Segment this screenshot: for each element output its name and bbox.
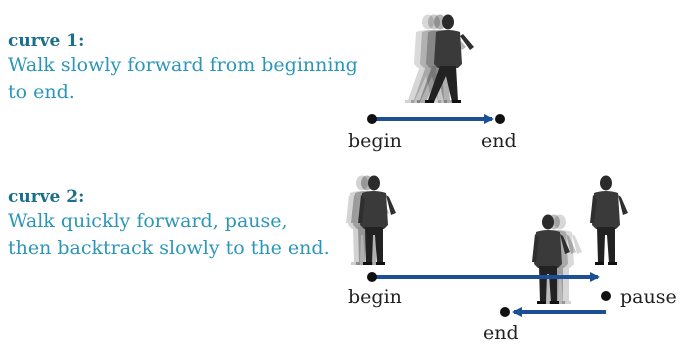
curve-1-end-label: end xyxy=(481,130,517,152)
curve-2-begin-dot xyxy=(367,272,377,282)
curve-2-desc-line-1: Walk quickly forward, pause, xyxy=(8,210,288,232)
curve-1-begin-label: begin xyxy=(348,130,402,152)
curve-2-figures xyxy=(346,175,628,304)
curve-2-end-label: end xyxy=(483,322,519,344)
walking-person-icon xyxy=(532,214,582,304)
curve-1-path xyxy=(367,114,505,124)
curve-2-title: curve 2: xyxy=(8,187,85,207)
curve-1-desc-line-2: to end. xyxy=(8,81,75,103)
curve-2-end-dot xyxy=(500,307,510,317)
curve-1-end-dot xyxy=(495,114,505,124)
curve-1-description: curve 1: Walk slowly forward from beginn… xyxy=(8,30,368,106)
walking-person-icon xyxy=(405,14,474,103)
curve-2-path xyxy=(367,272,611,317)
curve-2-desc-line-2: then backtrack slowly to the end. xyxy=(8,237,330,259)
walking-person-icon xyxy=(346,175,396,265)
curve-2-pause-dot xyxy=(601,291,611,301)
curve-1-begin-dot xyxy=(367,114,377,124)
curve-2-description: curve 2: Walk quickly forward, pause, th… xyxy=(8,186,338,262)
curve-1-figure xyxy=(405,14,474,103)
curve-1-desc-line-1: Walk slowly forward from beginning xyxy=(8,54,358,76)
standing-person-icon xyxy=(590,175,628,265)
curve-2-begin-label: begin xyxy=(348,286,402,308)
curve-1-title: curve 1: xyxy=(8,31,85,51)
curve-2-pause-label: pause xyxy=(620,286,677,308)
